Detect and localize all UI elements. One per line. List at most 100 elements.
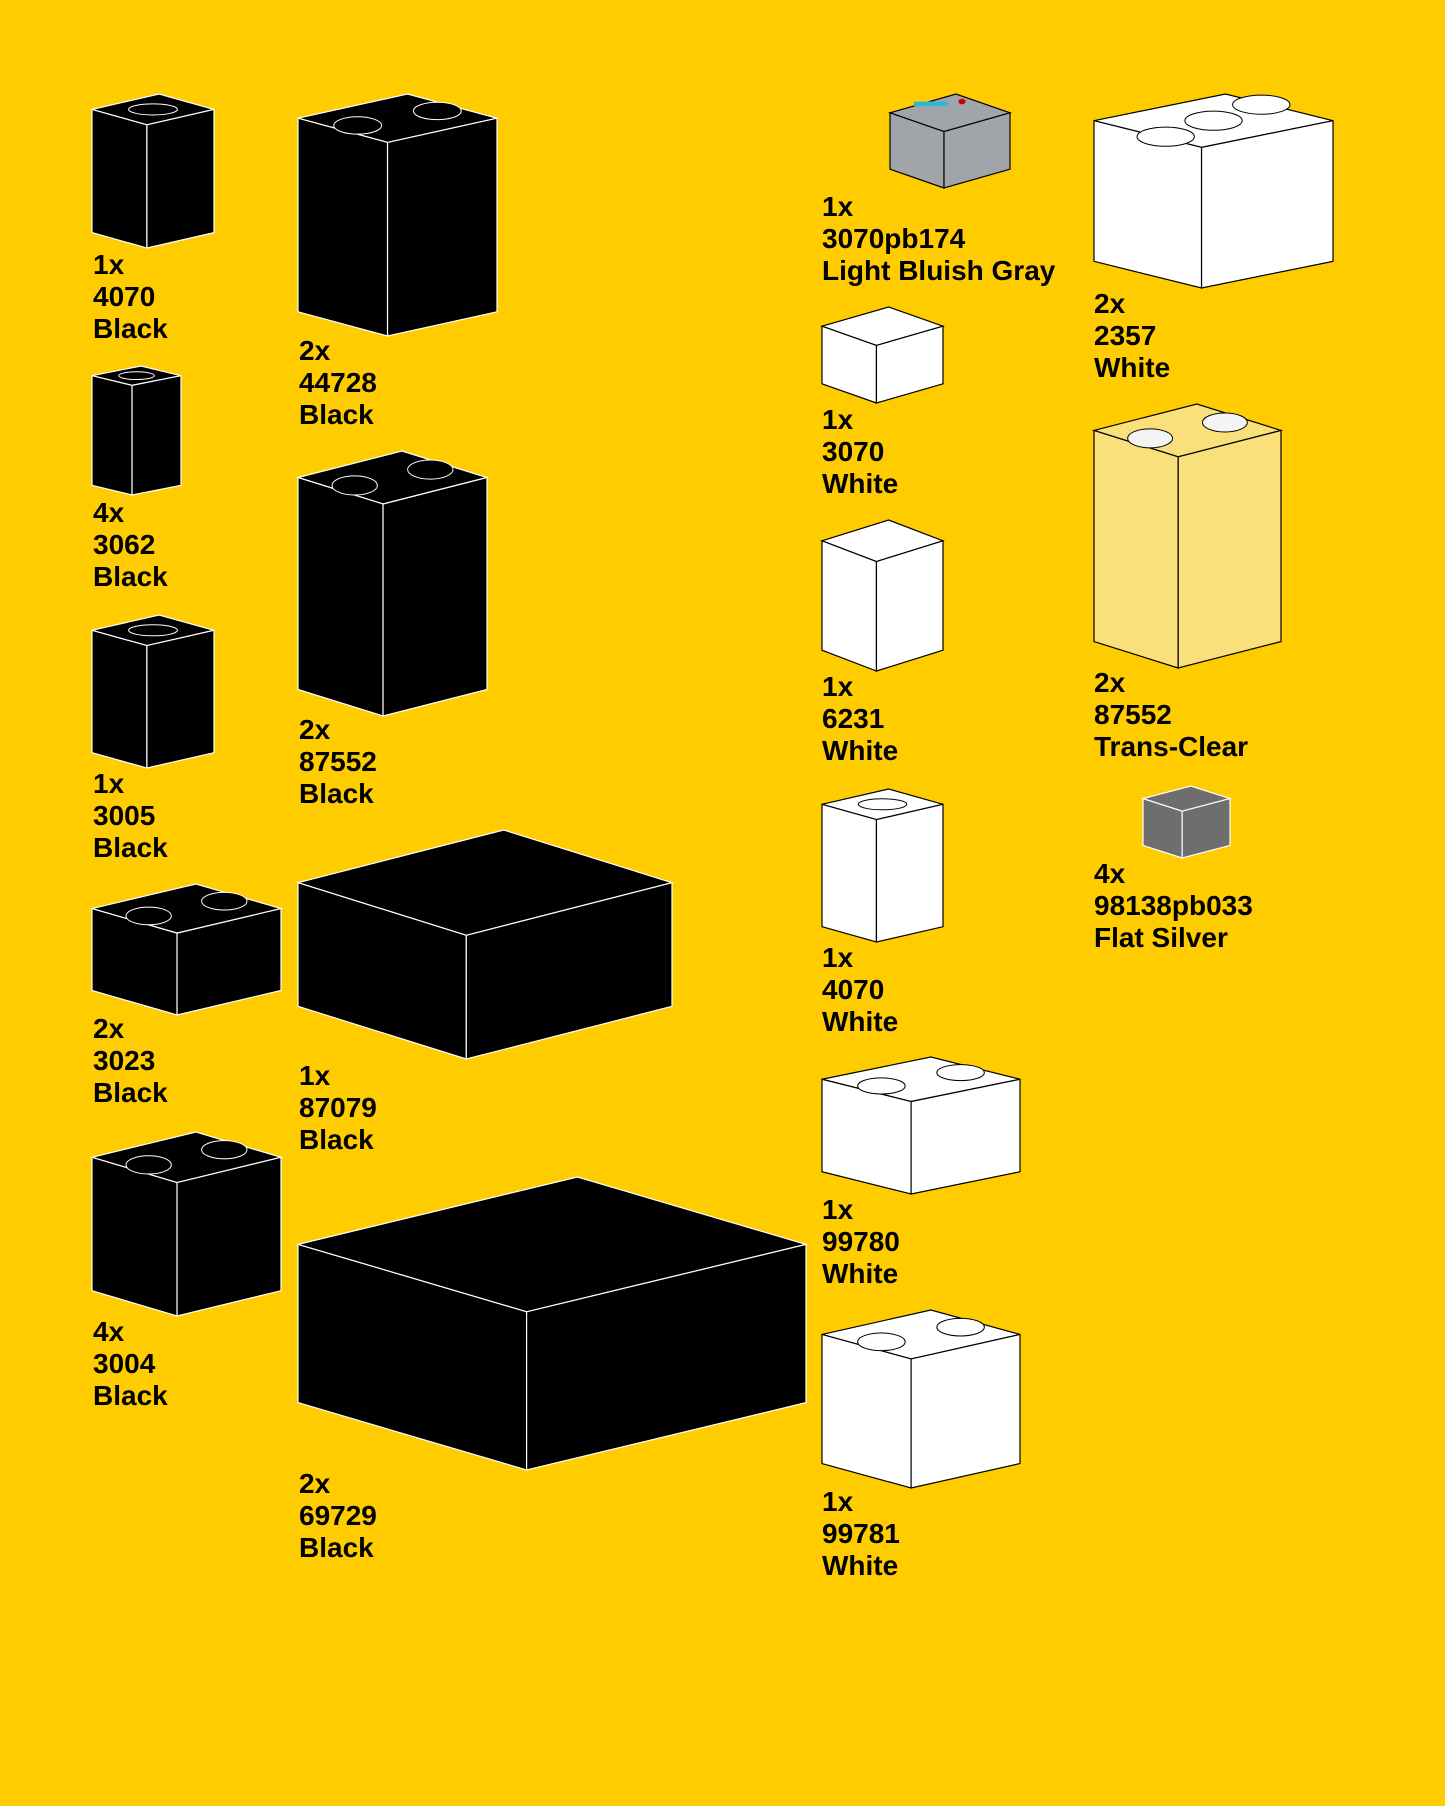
part-color: White xyxy=(822,1258,899,1289)
part-color: White xyxy=(1094,352,1171,383)
right-face xyxy=(132,376,181,495)
part-color: Black xyxy=(299,1124,374,1155)
stud xyxy=(937,1318,985,1336)
left-face xyxy=(1094,121,1202,288)
part-quantity: 4x xyxy=(93,497,125,528)
part-quantity: 2x xyxy=(1094,288,1126,319)
tile-1x1-icon xyxy=(822,307,943,403)
brick-1x1-headlight-icon xyxy=(92,94,214,248)
plate-1x2-icon xyxy=(92,884,281,1015)
part-quantity: 1x xyxy=(822,671,854,702)
brick-1x1-icon xyxy=(92,615,214,768)
right-face xyxy=(911,1334,1020,1488)
part-color: Flat Silver xyxy=(1094,922,1228,953)
right-face xyxy=(911,1079,1020,1194)
part-color: Black xyxy=(299,778,374,809)
tile-2x4-icon xyxy=(298,830,672,1059)
left-face xyxy=(92,630,147,768)
part-quantity: 4x xyxy=(1094,858,1126,889)
part-number: 99780 xyxy=(822,1226,900,1257)
right-face xyxy=(177,1157,281,1316)
part-number: 3070pb174 xyxy=(822,223,966,254)
left-face xyxy=(92,109,147,248)
part-quantity: 2x xyxy=(1094,667,1126,698)
part-color: White xyxy=(822,1550,899,1581)
stud xyxy=(408,460,453,479)
left-face xyxy=(822,541,876,671)
part-quantity: 1x xyxy=(299,1060,331,1091)
stud xyxy=(126,1156,171,1174)
stud xyxy=(858,1333,906,1351)
right-face xyxy=(1202,121,1333,288)
part-quantity: 1x xyxy=(93,249,125,280)
right-face xyxy=(944,113,1010,188)
stud xyxy=(1137,127,1194,146)
left-face xyxy=(298,118,388,336)
part-quantity: 1x xyxy=(822,942,854,973)
part-number: 4070 xyxy=(822,974,885,1005)
round-brick-icon xyxy=(92,366,181,495)
part-color: Black xyxy=(93,561,168,592)
tile-2x6-icon xyxy=(298,1177,806,1470)
part-quantity: 2x xyxy=(93,1013,125,1044)
left-face xyxy=(92,1157,177,1316)
stud xyxy=(129,104,178,115)
stud xyxy=(858,1078,906,1094)
part-quantity: 1x xyxy=(822,191,854,222)
part-quantity: 1x xyxy=(822,404,854,435)
part-number: 87552 xyxy=(299,746,377,777)
red-button xyxy=(958,98,966,105)
panel-icon xyxy=(298,451,487,716)
part-color: Trans-Clear xyxy=(1094,731,1249,762)
part-number: 4070 xyxy=(93,281,156,312)
display-strip xyxy=(914,101,948,107)
part-quantity: 2x xyxy=(299,1468,331,1499)
part-color: Black xyxy=(93,1380,168,1411)
part-color: White xyxy=(822,1006,899,1037)
stud xyxy=(334,117,382,134)
left-face xyxy=(822,1334,911,1488)
part-color: Black xyxy=(93,1077,168,1108)
part-color: White xyxy=(822,468,899,499)
part-number: 6231 xyxy=(822,703,885,734)
right-face xyxy=(388,118,497,336)
right-face xyxy=(527,1244,806,1470)
part-number: 3070 xyxy=(822,436,885,467)
brick-1x2-icon xyxy=(92,1132,281,1316)
part-number: 69729 xyxy=(299,1500,377,1531)
part-color: Black xyxy=(93,832,168,863)
left-face xyxy=(92,376,132,495)
stud xyxy=(332,476,377,495)
stud xyxy=(119,372,155,380)
part-color: Black xyxy=(93,313,168,344)
bracket-icon xyxy=(822,1310,1020,1488)
part-color: Black xyxy=(299,399,374,430)
stud xyxy=(858,799,906,810)
stud xyxy=(129,625,178,636)
stud xyxy=(1128,429,1173,448)
stud xyxy=(126,907,171,925)
calculator-tile-icon xyxy=(890,94,1010,188)
right-face xyxy=(466,883,672,1059)
bracket-icon xyxy=(298,94,497,336)
part-quantity: 2x xyxy=(299,335,331,366)
corner-brick-icon xyxy=(1094,94,1333,288)
stud xyxy=(937,1065,985,1081)
part-quantity: 1x xyxy=(93,768,125,799)
stud xyxy=(202,1141,247,1159)
part-quantity: 1x xyxy=(822,1194,854,1225)
left-face xyxy=(298,478,383,717)
right-face xyxy=(876,804,943,942)
part-quantity: 2x xyxy=(299,714,331,745)
